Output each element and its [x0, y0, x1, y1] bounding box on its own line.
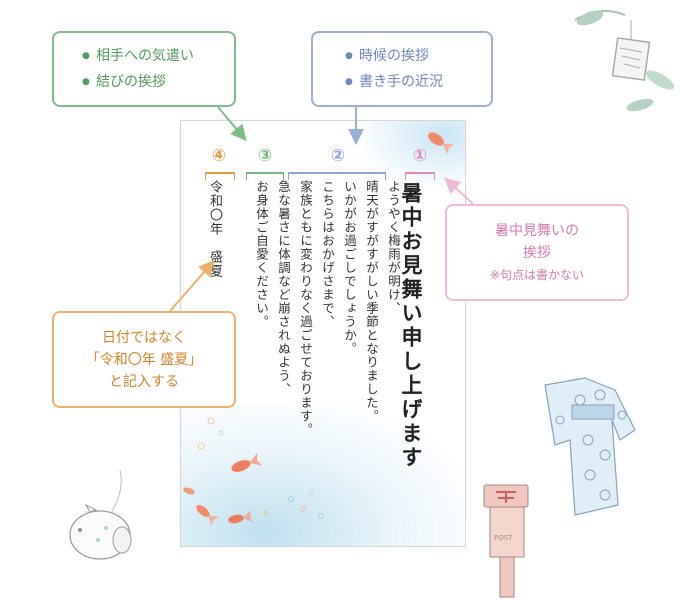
section-number-2: ② — [330, 146, 346, 166]
callout-line: と記入する — [109, 374, 179, 390]
section-number-3: ③ — [257, 146, 273, 166]
bracket-3 — [246, 172, 284, 180]
body-line: ようやく梅雨が明け、 — [386, 180, 401, 315]
card-decorations — [183, 132, 455, 526]
body-line: いかがお過ごしでしょうか。 — [342, 180, 357, 356]
bracket-2 — [288, 172, 386, 180]
postbox-label: POST — [494, 534, 513, 542]
section-number-4: ④ — [211, 146, 227, 166]
callout-line: 日付ではなく — [102, 330, 186, 346]
callout-note: ※句点は書かない — [489, 268, 585, 282]
callout-line: 暑中見舞いの — [495, 223, 579, 239]
callout-item: 結びの挨拶 — [82, 71, 234, 93]
arrow-pink — [444, 177, 474, 205]
postbox-icon: POST — [483, 484, 529, 598]
callout-date: 日付ではなく 「令和〇年 盛夏」 と記入する — [52, 311, 236, 408]
arrow-orange — [169, 259, 215, 312]
callout-main: 時候の挨拶 書き手の近況 — [311, 31, 493, 107]
goldfish-icon — [428, 132, 455, 155]
body-line: 晴天がすがすがしい季節となりました。 — [364, 180, 379, 423]
callout-item: 相手への気遣い — [82, 45, 234, 67]
greeting-title: 暑中お見舞い申し上げます — [399, 182, 424, 470]
callout-item: 時候の挨拶 — [345, 45, 491, 67]
bracket-1 — [405, 172, 435, 180]
body-line: こちらはおかげさまで、 — [320, 180, 335, 329]
bracket-4 — [205, 172, 235, 180]
body-line: お身体ご自愛ください。 — [254, 180, 269, 329]
arrow-green — [217, 106, 247, 142]
letter-body: ようやく梅雨が明け、 晴天がすがすがしい季節となりました。 いかがお過ごしでしょ… — [250, 180, 404, 480]
yukata-icon — [544, 377, 636, 516]
watercolor-wash-bottom — [181, 406, 465, 546]
wind-chime-icon — [574, 10, 675, 112]
mosquito-pig-icon — [69, 469, 132, 560]
callout-line: 挨拶 — [523, 245, 551, 261]
body-line: 急な暑さに体調など崩されぬよう、 — [276, 180, 291, 396]
body-line: 家族ともに変わりなく過ごせております。 — [298, 180, 313, 437]
goldfish-icon — [183, 452, 263, 526]
callout-line: 「令和〇年 盛夏」 — [85, 352, 203, 368]
date-line: 令和〇年 盛夏 — [207, 180, 222, 278]
section-number-1: ① — [412, 146, 428, 166]
callout-greeting: 暑中見舞いの 挨拶 ※句点は書かない — [445, 204, 629, 301]
callout-item: 書き手の近況 — [345, 71, 491, 93]
callout-closing: 相手への気遣い 結びの挨拶 — [52, 31, 236, 107]
